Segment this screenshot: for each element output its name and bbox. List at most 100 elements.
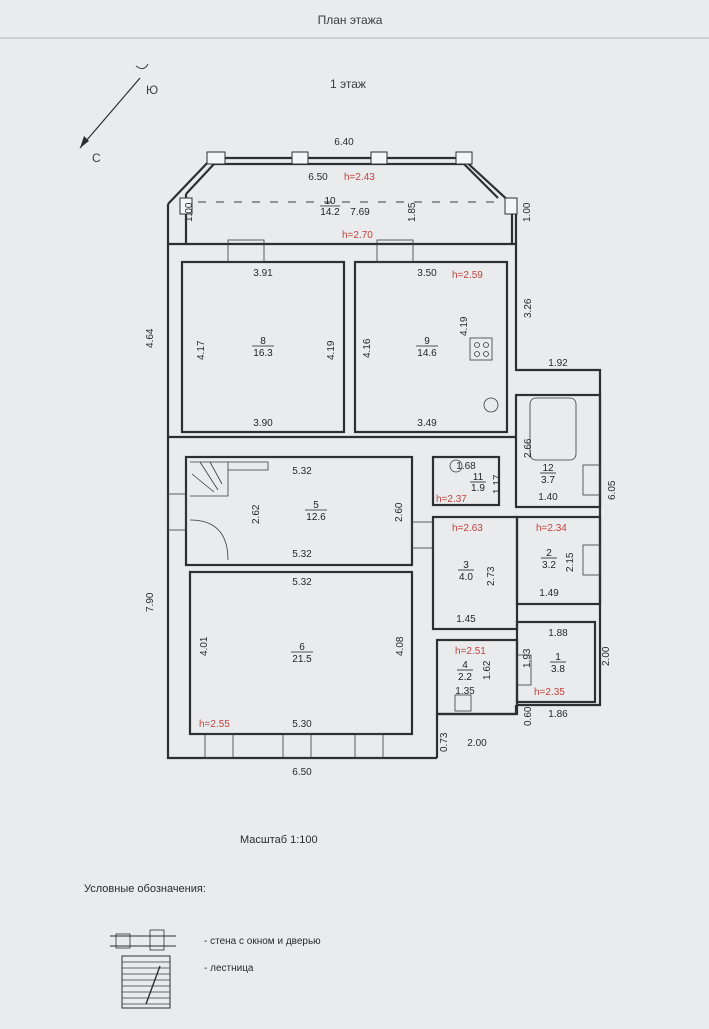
dim-top-outer: 6.40 (334, 137, 354, 148)
window-room-2 (582, 544, 601, 576)
room-10-extra: 7.69 (350, 207, 370, 218)
door-room-8 (227, 239, 265, 263)
fixtures (449, 337, 577, 712)
legend-window-mark (115, 933, 131, 949)
dim-room-8-right: 4.19 (326, 340, 337, 360)
dim-porch-a: 0.73 (439, 732, 450, 752)
dim-room-9-top: 3.50 (417, 268, 437, 279)
room-12-number: 12 (542, 463, 554, 474)
height-room-6: h=2.55 (199, 719, 230, 730)
room-2-number: 2 (546, 548, 552, 559)
room-9-number: 9 (424, 336, 430, 347)
stove-burner-3 (474, 351, 480, 357)
height-room-3: h=2.63 (452, 523, 483, 534)
dim-room-6-top: 5.32 (292, 577, 312, 588)
dim-room-2-right: 2.15 (565, 552, 576, 572)
room-label-8: 8 16.3 (252, 336, 274, 359)
height-room-1: h=2.35 (534, 687, 565, 698)
dim-room-9-left: 4.16 (362, 338, 373, 358)
room-8-area: 16.3 (253, 348, 273, 359)
compass-arrowhead (80, 136, 89, 148)
legend-stairs-arrow (145, 965, 161, 1005)
height-corridor: h=2.70 (342, 230, 373, 241)
dim-room-8-top: 3.91 (253, 268, 273, 279)
room-2-area: 3.2 (542, 560, 556, 571)
dim-room-6-left: 4.01 (199, 636, 210, 656)
legend-wall-symbol (110, 929, 176, 951)
legend-item-stairs: - лестница (204, 963, 254, 974)
dim-room-3-right: 2.73 (486, 566, 497, 586)
dim-room-8-bottom: 3.90 (253, 418, 273, 429)
dim-porch-b: 2.00 (467, 738, 487, 749)
window-bay-left (179, 197, 193, 215)
dim-left-upper: 4.64 (145, 328, 156, 348)
ceiling-heights: h=2.43 h=2.70 h=2.59 h=2.37 h=2.63 h=2.3… (199, 172, 567, 730)
dimensions: 6.40 6.50 1.00 1.00 1.85 3.91 3.90 4.17 … (145, 137, 618, 778)
room-11-area: 1.9 (471, 483, 485, 494)
room-3-number: 3 (463, 560, 469, 571)
room-6-number: 6 (299, 642, 305, 653)
room-3-area: 4.0 (459, 572, 473, 583)
room-label-10: 10 14.2 7.69 (320, 196, 370, 218)
window-room-6-1 (204, 733, 234, 759)
dim-room-5-left: 2.62 (251, 504, 262, 524)
room-12-area: 3.7 (541, 475, 555, 486)
dim-room-1-right: 2.00 (601, 646, 612, 666)
compass-north-label: С (92, 151, 101, 165)
room-6-area: 21.5 (292, 654, 312, 665)
dim-room-5-right: 2.60 (394, 502, 405, 522)
room-labels: 10 14.2 7.69 8 16.3 9 14.6 5 12.6 6 21.5… (252, 196, 566, 683)
compass-hook (135, 63, 149, 70)
window-room-6-3 (354, 733, 384, 759)
dim-room-1-left: 1.93 (522, 648, 533, 668)
compass-south-label: Ю (146, 83, 158, 97)
door-room-5-left (167, 493, 187, 531)
room-label-2: 2 3.2 (541, 548, 557, 571)
height-room-2: h=2.34 (536, 523, 567, 534)
compass-arrow-line (79, 77, 141, 149)
staircase (189, 461, 269, 561)
room-label-5: 5 12.6 (305, 500, 327, 523)
window-bay-3 (370, 151, 388, 165)
bathtub (529, 397, 577, 461)
height-room-9: h=2.59 (452, 270, 483, 281)
dim-porch-c: 0.60 (523, 706, 534, 726)
dim-room-1-bottom: 1.86 (548, 709, 568, 720)
dim-room-8-left: 4.17 (196, 340, 207, 360)
toilet-icon (449, 459, 463, 473)
window-bay-1 (206, 151, 226, 165)
stair-step-top (228, 461, 269, 471)
kitchen-sink-icon (454, 694, 472, 712)
dim-room-4-bottom: 1.35 (455, 686, 475, 697)
legend-item-wall: - стена с окном и дверью (204, 936, 321, 947)
room-8-number: 8 (260, 336, 266, 347)
door-room-5-right (411, 521, 434, 549)
legend-door-mark (149, 929, 165, 951)
room-4-area: 2.2 (458, 672, 472, 683)
dim-bay-side-right: 1.00 (522, 202, 533, 222)
dim-room-9-bottom: 3.49 (417, 418, 437, 429)
room-label-1: 1 3.8 (550, 652, 566, 675)
dim-room-2-bottom: 1.49 (539, 588, 559, 599)
bay-inner-right (463, 163, 499, 199)
legend-stairs-symbol (121, 955, 171, 1009)
stove-burner-2 (483, 342, 489, 348)
stair-treads (191, 461, 223, 493)
dim-bay-side-left: 1.00 (184, 202, 195, 222)
door-room-9 (376, 239, 414, 263)
room-10-number: 10 (324, 196, 336, 207)
stair-outline (190, 461, 229, 497)
stove-burner-1 (474, 342, 480, 348)
room-label-3: 3 4.0 (458, 560, 474, 583)
height-room-4: h=2.51 (455, 646, 486, 657)
window-bay-4 (455, 151, 473, 165)
dim-room-6-bottom: 5.30 (292, 719, 312, 730)
room-6-walls (188, 570, 414, 736)
height-room-10: h=2.43 (344, 172, 375, 183)
scale-label: Масштаб 1:100 (240, 834, 318, 846)
dim-room-9-right: 4.19 (459, 316, 470, 336)
legend-stairs-treads (122, 961, 170, 1005)
sink-icon (483, 397, 499, 413)
